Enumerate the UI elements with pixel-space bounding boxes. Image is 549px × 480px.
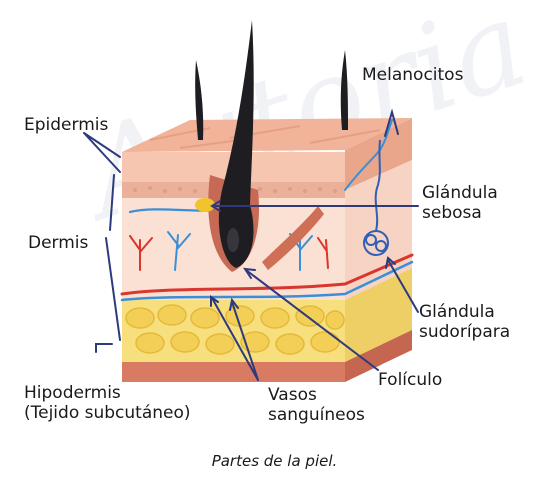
label-glandula-sudoripara-line1: Glándula [419, 302, 495, 322]
hipodermis-pointer [96, 344, 112, 352]
label-melanocitos: Melanocitos [362, 65, 463, 85]
label-vasos-line1: Vasos [268, 385, 317, 405]
label-hipodermis-line2: (Tejido subcutáneo) [24, 403, 191, 423]
label-dermis: Dermis [28, 233, 88, 253]
front-muscle [122, 362, 345, 382]
label-glandula-sudoripara-line2: sudorípara [419, 322, 510, 342]
label-epidermis: Epidermis [24, 115, 108, 135]
label-foliculo: Folículo [378, 370, 442, 390]
figure-caption: Partes de la piel. [0, 452, 549, 470]
label-hipodermis-line1: Hipodermis [24, 383, 121, 403]
label-glandula-sebosa-line1: Glándula [422, 183, 498, 203]
label-glandula-sebosa-line2: sebosa [422, 203, 482, 223]
label-vasos-line2: sanguíneos [268, 405, 365, 425]
